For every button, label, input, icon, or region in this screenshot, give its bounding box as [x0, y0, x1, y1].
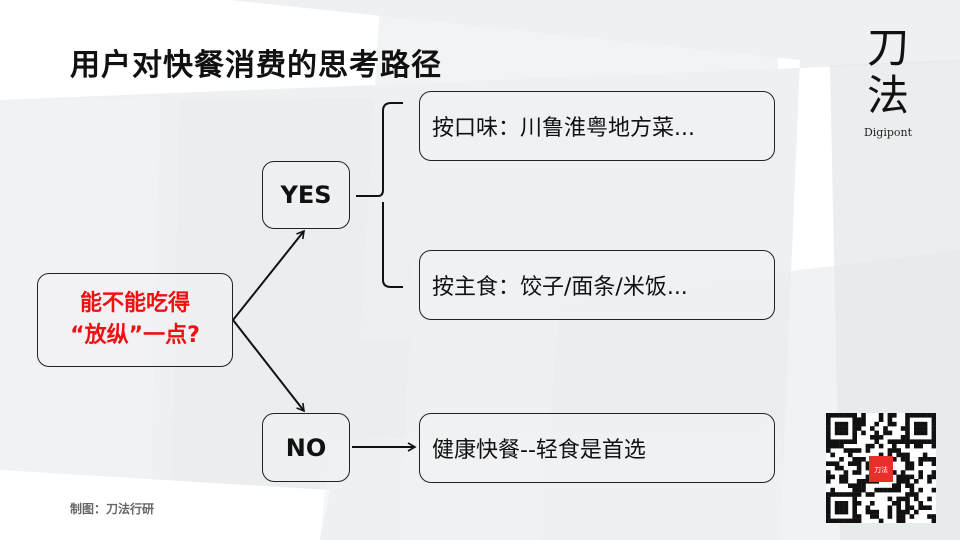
no-label: NO [285, 433, 327, 462]
yes-node: YES [262, 161, 350, 229]
logo-english: Digipont [863, 126, 913, 139]
yes-label: YES [280, 181, 332, 209]
option-by-flavor: 按口味：川鲁淮粤地方菜... [419, 91, 775, 161]
logo-char-2: 法 [866, 71, 909, 120]
source-credit: 制图：刀法行研 [70, 502, 155, 516]
arrow-to-no [232, 319, 305, 413]
arrow-to-yes [232, 229, 306, 321]
brace-yes-options [356, 102, 403, 288]
qr-center-label: 刀法 [874, 465, 888, 474]
question-line-1: 能不能吃得 [79, 291, 190, 316]
slide-title: 用户对快餐消费的思考路径 [70, 48, 442, 83]
logo-char-1: 刀 [866, 23, 909, 72]
option-by-staple: 按主食：饺子/面条/米饭... [419, 250, 775, 320]
brand-logo: 刀 法 Digipont [848, 23, 928, 140]
option-healthy: 健康快餐--轻食是首选 [419, 413, 775, 483]
question-node: 能不能吃得 “放纵”一点? [37, 273, 233, 367]
no-node: NO [262, 413, 350, 482]
qr-center-badge [869, 456, 893, 482]
option-text: 按主食：饺子/面条/米饭... [432, 275, 688, 300]
option-text: 按口味：川鲁淮粤地方菜... [432, 116, 695, 141]
question-line-2: “放纵”一点? [70, 323, 200, 348]
option-text: 健康快餐--轻食是首选 [432, 438, 646, 463]
qr-code: 刀法 [826, 413, 936, 523]
qr-modules [826, 413, 936, 523]
